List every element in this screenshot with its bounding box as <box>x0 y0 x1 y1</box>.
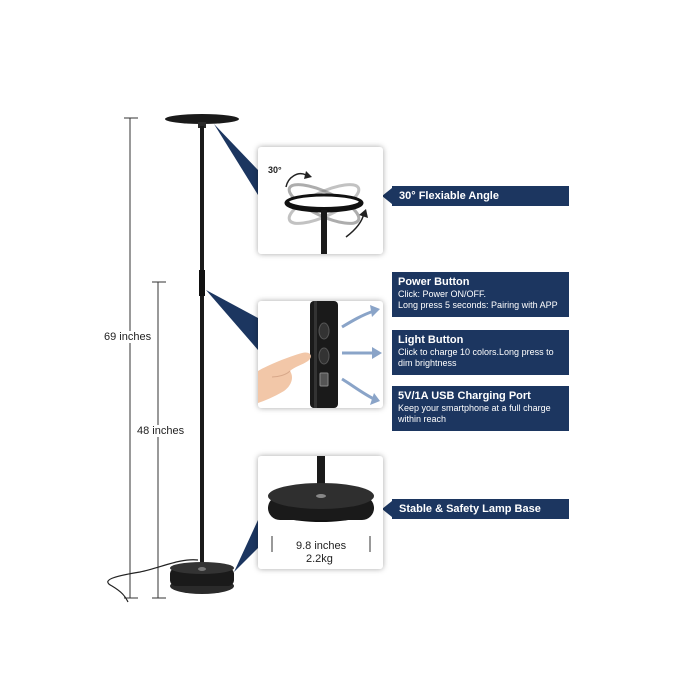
base-detail-card: 9.8 inches 2.2kg <box>258 456 383 569</box>
height-69-label: 69 inches <box>103 331 153 343</box>
angle-value: 30° <box>268 165 282 175</box>
angle-label: 30° Flexiable Angle <box>392 186 569 206</box>
buttons-detail-card <box>258 301 383 408</box>
buttons-pointer <box>206 290 258 350</box>
power-button-icon <box>318 322 330 340</box>
lamp-pole <box>200 126 204 570</box>
usb-port-icon <box>319 372 329 387</box>
usb-port-label: 5V/1A USB Charging Port Keep your smartp… <box>392 386 569 431</box>
hand-icon <box>258 352 311 403</box>
height-dimension-69 <box>124 117 138 599</box>
height-48-label: 48 inches <box>136 425 186 437</box>
lamp-head <box>165 114 239 124</box>
power-button-label: Power Button Click: Power ON/OFF. Long p… <box>392 272 569 317</box>
base-label: Stable & Safety Lamp Base <box>392 499 569 519</box>
power-cord <box>107 559 199 603</box>
light-button-icon <box>318 347 330 365</box>
base-width-label: 9.8 inches <box>296 540 347 552</box>
base-weight-label: 2.2kg <box>306 553 333 565</box>
light-button-label: Light Button Click to charge 10 colors.L… <box>392 330 569 375</box>
angle-detail-card: 30° <box>258 147 383 254</box>
angle-pointer <box>214 124 258 195</box>
base-pointer <box>234 520 258 572</box>
height-dimension-48 <box>152 281 166 599</box>
